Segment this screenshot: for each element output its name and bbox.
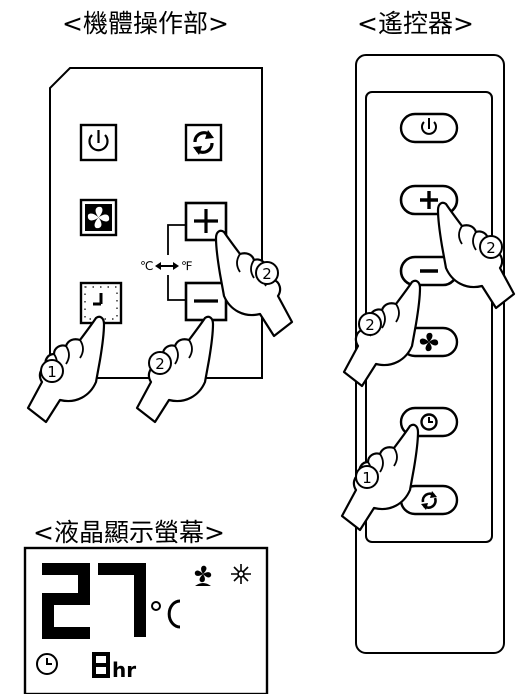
lcd-fan-icon (194, 565, 212, 586)
lcd-timer-unit: hr (112, 658, 136, 682)
step-badge-unit-plus: 2 (255, 261, 279, 285)
step-badge-unit-minus: 2 (148, 351, 172, 375)
swing-icon (193, 130, 214, 155)
power-icon (88, 130, 109, 152)
svg-text:1: 1 (47, 363, 57, 381)
svg-text:2: 2 (155, 355, 165, 373)
lcd-digit-ones (98, 563, 146, 637)
step-badge-remote-minus: 2 (358, 312, 382, 336)
lcd-snowflake-icon (231, 564, 251, 584)
unit-toggle-fahrenheit: ℉ (181, 259, 192, 273)
unit-toggle-celsius: ℃ (140, 259, 153, 273)
fan-icon (419, 332, 439, 352)
lcd-digit-tens (42, 563, 90, 639)
remote-power-button[interactable] (399, 112, 459, 144)
step-badge-unit-timer: 1 (40, 359, 64, 383)
swing-icon (421, 491, 437, 510)
svg-text:1: 1 (362, 469, 372, 487)
unit-fan-button[interactable] (79, 198, 118, 237)
svg-text:2: 2 (486, 239, 496, 257)
double-arrow-icon (155, 262, 179, 270)
lcd-unit (151, 599, 181, 629)
remote-title: <遙控器> (357, 9, 474, 38)
lcd-clock-icon (36, 653, 58, 675)
lcd-title: <液晶顯示螢幕> (33, 518, 225, 547)
unit-swing-button[interactable] (184, 123, 223, 162)
svg-text:2: 2 (262, 265, 272, 283)
timer-icon (84, 286, 118, 320)
step-badge-remote-timer: 1 (355, 465, 379, 489)
unit-minus-button[interactable] (184, 281, 228, 322)
plus-icon (194, 209, 218, 233)
unit-panel-title: <機體操作部> (62, 9, 229, 38)
step-badge-remote-plus: 2 (479, 235, 503, 259)
fan-icon (85, 204, 112, 231)
unit-power-button[interactable] (79, 123, 118, 162)
power-icon (421, 118, 437, 135)
unit-toggle-bracket (167, 224, 186, 301)
svg-text:2: 2 (365, 316, 375, 334)
timer-icon (420, 413, 438, 431)
plus-icon (420, 191, 438, 209)
lcd-timer-digit (92, 652, 110, 678)
